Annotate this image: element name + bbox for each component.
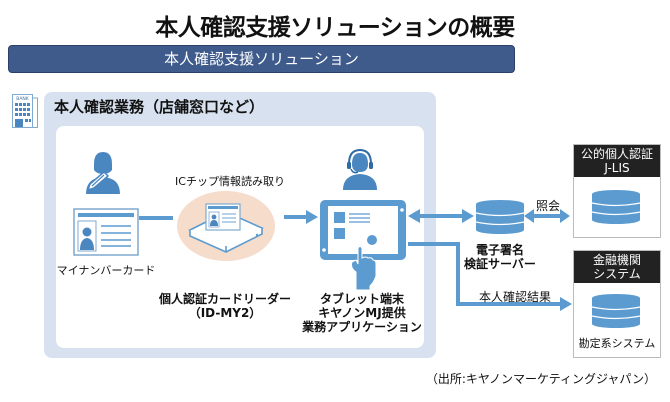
- source-credit: （出所:キヤノンマーケティングジャパン）: [425, 372, 656, 386]
- customer-writing-icon: [86, 152, 120, 194]
- server-label-line1: 電子署名: [475, 243, 524, 257]
- bank-database-icon: [591, 294, 641, 328]
- bank-system-header: 金融機関 システム: [574, 251, 660, 283]
- reader-to-tablet-arrow: [284, 210, 318, 224]
- server-label-line2: 検証サーバー: [464, 257, 536, 271]
- jlis-head-line2: J-LIS: [604, 161, 630, 175]
- tablet-label-line3: 業務アプリケーション: [302, 320, 422, 334]
- signature-server-icon: [475, 200, 525, 234]
- server-jlis-double-arrow: [524, 209, 570, 223]
- svg-text:BANK: BANK: [16, 96, 30, 102]
- card-to-reader-line: [139, 216, 173, 220]
- solution-banner: 本人確認支援ソリューション: [8, 45, 515, 73]
- mynumber-card-label: マイナンバーカード: [56, 264, 156, 277]
- mynumber-card-icon: [73, 208, 139, 256]
- operator-headset-icon: [343, 148, 377, 190]
- jlis-system-header: 公的個人認証 J-LIS: [574, 145, 660, 177]
- result-label: 本人確認結果: [478, 290, 551, 304]
- panel-title: 本人確認業務（店舗窓口など）: [54, 98, 265, 116]
- jlis-head-line1: 公的個人認証: [580, 147, 653, 161]
- reader-label-line1: 個人認証カードリーダー: [158, 292, 291, 306]
- core-banking-label: 勘定系システム: [578, 337, 656, 350]
- page-title: 本人確認支援ソリューションの概要: [155, 15, 515, 41]
- reader-label-line2: （ID-MY2）: [188, 306, 262, 320]
- tablet-label-line2: キヤノンMJ提供: [318, 306, 406, 320]
- result-arrow: [408, 242, 572, 311]
- ic-read-label: ICチップ情報読み取り: [175, 175, 285, 188]
- bank-building-icon: BANK: [12, 94, 38, 128]
- query-label: 照会: [535, 199, 560, 213]
- jlis-database-icon: [591, 190, 641, 224]
- tablet-label-line1: タブレット端末: [319, 292, 404, 306]
- tablet-server-double-arrow: [408, 209, 474, 223]
- card-reader-icon: [177, 191, 275, 261]
- bank-head-line1: 金融機関: [592, 253, 641, 267]
- bank-head-line2: システム: [593, 267, 641, 281]
- tablet-icon: [320, 200, 406, 291]
